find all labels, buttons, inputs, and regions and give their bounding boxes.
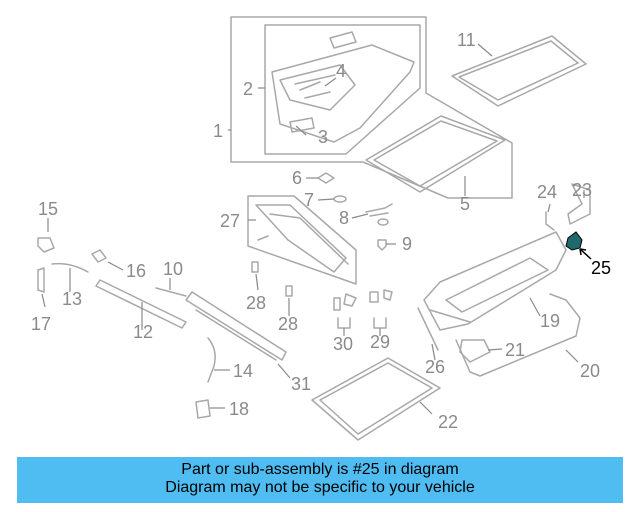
callout-30: 30 xyxy=(333,334,353,354)
callout-25[interactable]: 25 xyxy=(591,258,611,278)
callout-23: 23 xyxy=(572,180,592,200)
callout-28-b: 28 xyxy=(278,314,298,334)
part-16 xyxy=(91,249,107,263)
callout-10: 10 xyxy=(163,259,183,279)
part-28-b xyxy=(285,285,293,297)
part-26 xyxy=(417,307,439,351)
callout-27: 27 xyxy=(220,211,240,231)
part-29 xyxy=(369,289,393,303)
callout-15: 15 xyxy=(38,199,58,219)
callout-11: 11 xyxy=(457,30,476,50)
part-22-glass xyxy=(311,357,441,441)
part-18 xyxy=(195,399,211,419)
callout-18: 18 xyxy=(229,399,249,419)
part-27-box xyxy=(247,195,357,285)
callout-6: 6 xyxy=(292,168,302,188)
banner-line-1: Part or sub-assembly is #25 in diagram xyxy=(181,461,459,478)
callout-16: 16 xyxy=(126,261,146,281)
callout-29: 29 xyxy=(370,332,390,352)
callout-9: 9 xyxy=(402,234,412,254)
part-6 xyxy=(317,172,335,184)
part-25-highlight[interactable] xyxy=(565,231,583,251)
part-24 xyxy=(545,211,555,231)
callout-2: 2 xyxy=(243,79,253,99)
callout-4: 4 xyxy=(336,61,346,81)
callout-21: 21 xyxy=(505,340,525,360)
callout-22: 22 xyxy=(438,412,458,432)
part-7 xyxy=(333,195,347,203)
assembly-1-outline xyxy=(230,16,513,199)
callout-31: 31 xyxy=(291,374,311,394)
part-11-glass xyxy=(451,35,587,107)
part-31 xyxy=(185,291,287,361)
part-13 xyxy=(51,262,89,273)
part-8 xyxy=(365,203,393,217)
callout-8: 8 xyxy=(339,208,349,228)
callout-5: 5 xyxy=(460,194,470,214)
callout-7: 7 xyxy=(304,190,314,210)
callout-20: 20 xyxy=(580,361,600,381)
callout-13: 13 xyxy=(62,289,82,309)
part-14 xyxy=(207,337,216,383)
part-5-glass xyxy=(365,115,506,193)
callout-1: 1 xyxy=(213,121,223,141)
part-12 xyxy=(95,279,187,329)
callout-17: 17 xyxy=(31,314,51,334)
info-banner: Part or sub-assembly is #25 in diagram D… xyxy=(17,457,623,503)
part-28-a xyxy=(251,261,259,273)
part-17 xyxy=(37,267,45,293)
part-15 xyxy=(37,237,55,253)
callout-28-a: 28 xyxy=(246,293,266,313)
part-10 xyxy=(155,287,187,297)
part-9 xyxy=(377,239,387,251)
callout-12: 12 xyxy=(133,322,153,342)
part-4-panel xyxy=(271,44,415,143)
callout-26: 26 xyxy=(425,357,445,377)
callout-3: 3 xyxy=(318,127,328,147)
callout-24: 24 xyxy=(537,182,557,202)
banner-line-2: Diagram may not be specific to your vehi… xyxy=(165,479,475,496)
part-23 xyxy=(567,183,591,225)
part-20-seal xyxy=(455,293,581,377)
callout-14: 14 xyxy=(233,361,253,381)
assembly-2-outline xyxy=(264,24,421,155)
part-19-glass xyxy=(423,231,567,331)
part-30 xyxy=(333,293,357,311)
callout-19: 19 xyxy=(540,311,560,331)
